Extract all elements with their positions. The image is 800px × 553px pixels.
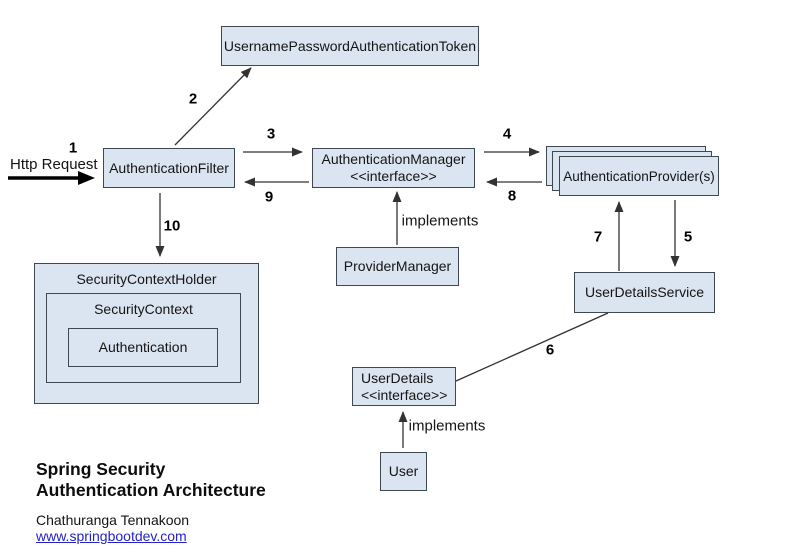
- edge-number-8: 8: [507, 187, 517, 205]
- node-label: SecurityContextHolder: [76, 271, 217, 287]
- node-label: SecurityContext: [94, 301, 193, 317]
- node-authentication-manager: AuthenticationManager <<interface>>: [312, 148, 475, 188]
- http-request-label: Http Request: [10, 156, 98, 173]
- diagram-title-line2: Authentication Architecture: [36, 480, 266, 500]
- edge-number-1: 1: [68, 139, 78, 157]
- node-authentication-providers: AuthenticationProvider(s): [559, 156, 719, 196]
- node-label: AuthenticationFilter: [109, 159, 229, 176]
- node-authentication: Authentication: [68, 328, 218, 367]
- node-user: User: [380, 452, 427, 491]
- edge-number-6: 6: [545, 341, 555, 359]
- node-stereotype: <<interface>>: [361, 386, 448, 403]
- node-label: User: [388, 463, 419, 479]
- website-link[interactable]: www.springbootdev.com: [36, 528, 187, 544]
- node-provider-manager: ProviderManager: [336, 247, 459, 286]
- node-user-details: UserDetails <<interface>>: [352, 367, 456, 406]
- node-label: Authentication: [98, 339, 188, 355]
- edge-number-10: 10: [163, 217, 181, 235]
- node-username-password-authentication-token: UsernamePasswordAuthenticationToken: [221, 26, 479, 66]
- edge-number-5: 5: [683, 228, 693, 246]
- edge-number-4: 4: [502, 125, 512, 143]
- node-stereotype: <<interface>>: [350, 168, 437, 184]
- edge-number-2: 2: [188, 90, 198, 108]
- diagram-title-line1: Spring Security: [36, 459, 166, 479]
- edge-number-7: 7: [593, 228, 603, 246]
- node-authentication-filter: AuthenticationFilter: [103, 148, 235, 188]
- edge-number-3: 3: [266, 125, 276, 143]
- implements-label-bottom: implements: [408, 417, 486, 435]
- edge-6-uds-to-userdetails: [455, 312, 609, 382]
- node-label: UserDetailsService: [584, 284, 705, 300]
- author-name: Chathuranga Tennakoon: [36, 512, 190, 528]
- node-label: AuthenticationProvider(s): [563, 168, 715, 184]
- node-label: UserDetails: [361, 369, 434, 386]
- implements-label-top: implements: [401, 212, 479, 230]
- footer: Spring Security Authentication Architect…: [36, 459, 266, 546]
- node-label: UsernamePasswordAuthenticationToken: [223, 37, 477, 54]
- node-label: AuthenticationManager: [321, 151, 466, 167]
- edge-2-filter-to-token: [174, 67, 252, 146]
- edge-number-9: 9: [264, 188, 274, 206]
- node-user-details-service: UserDetailsService: [574, 272, 715, 313]
- edge-http-request-arrowhead: [78, 171, 95, 185]
- node-label: ProviderManager: [343, 258, 452, 274]
